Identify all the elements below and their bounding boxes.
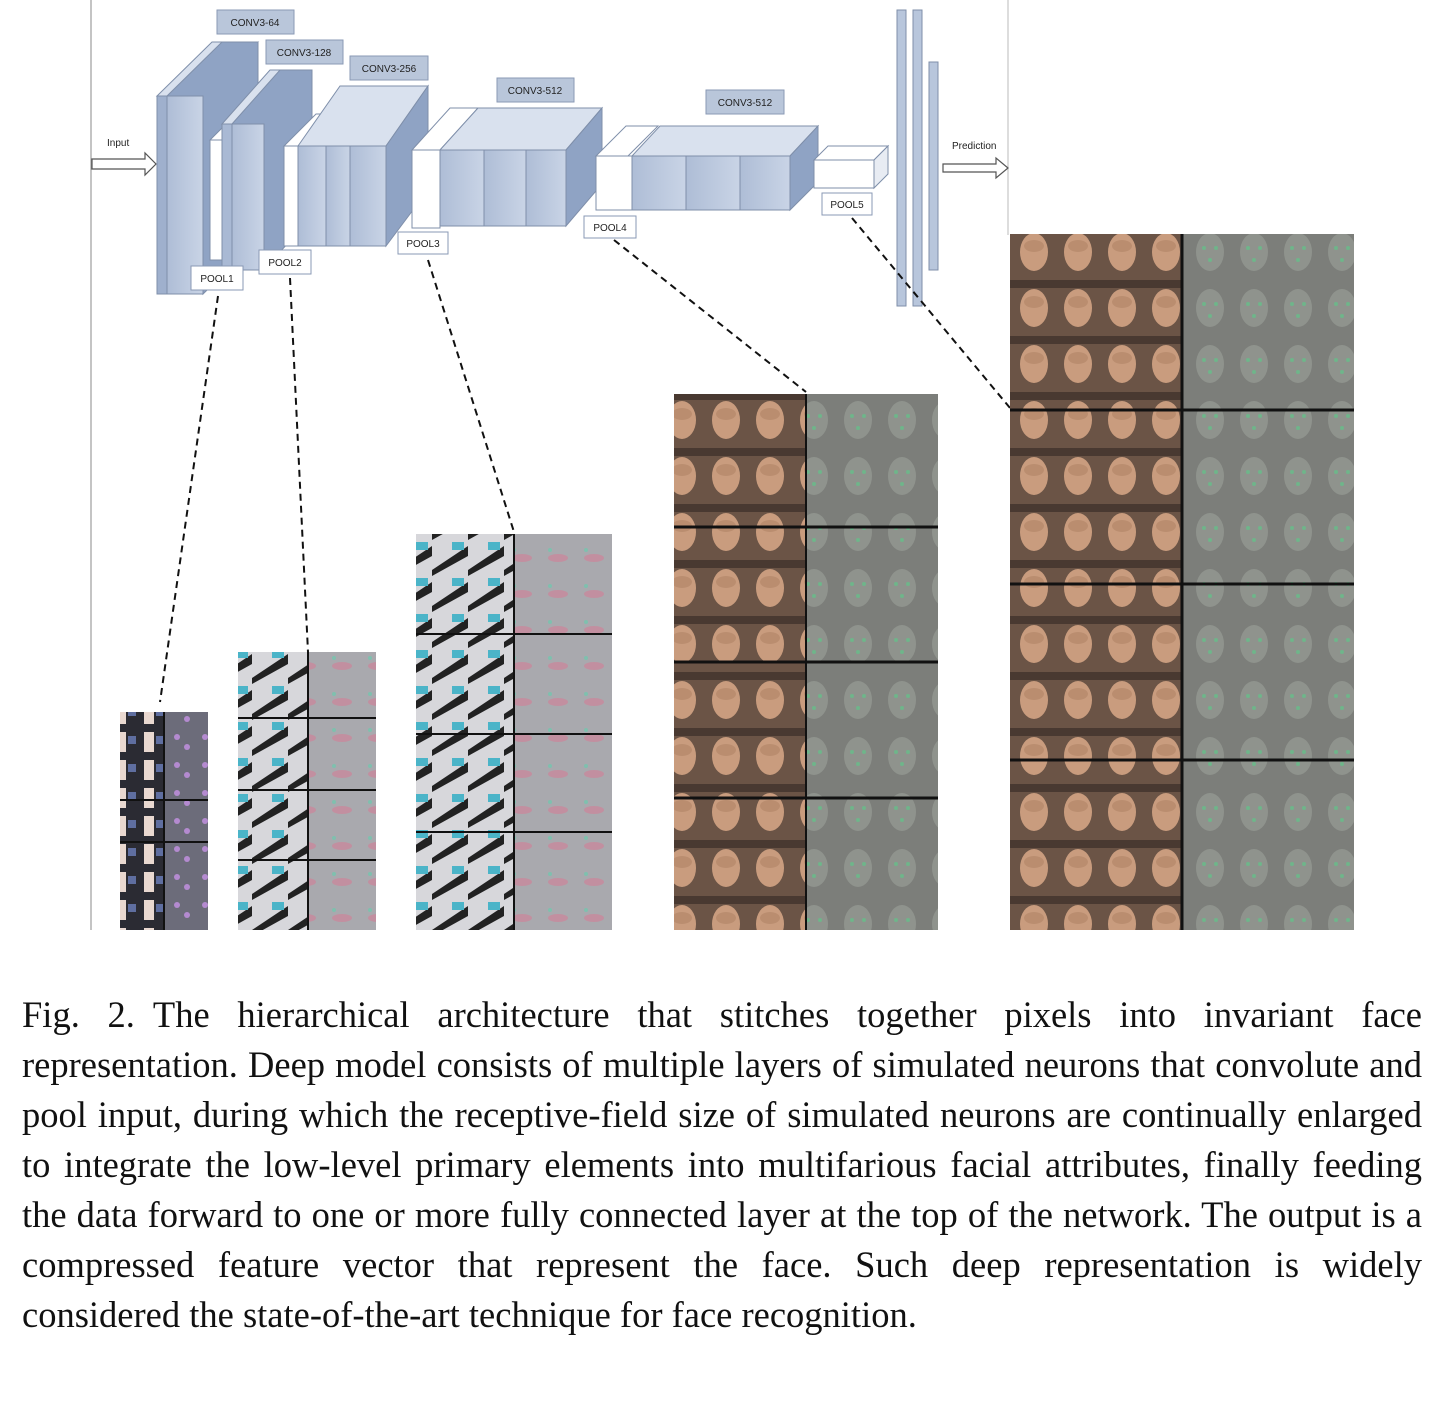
figure-label: Fig. 2. (22, 994, 135, 1035)
conv-block-5 (630, 124, 820, 212)
conv-label-box-3 (349, 55, 429, 81)
prediction-label: Prediction (952, 141, 996, 152)
conv-label-box-1 (216, 9, 295, 35)
pool-label-box-5 (821, 192, 873, 216)
pool-label-4: POOL4 (593, 223, 627, 234)
fc-layer-2 (912, 9, 923, 307)
pool-label-5: POOL5 (830, 200, 864, 211)
conv-block-4 (438, 106, 604, 228)
conv-label-1: CONV3-64 (231, 18, 280, 29)
input-arrow (91, 151, 157, 177)
figure-caption: Fig. 2.The hierarchical architecture tha… (22, 990, 1422, 1340)
pool3-visualization (416, 534, 612, 930)
pool4-visualization (674, 394, 938, 930)
pool-label-3: POOL3 (406, 239, 440, 250)
fc-layer-3 (928, 61, 939, 271)
conv-label-box-2 (265, 39, 344, 65)
caption-text: The hierarchical architecture that stitc… (22, 994, 1422, 1335)
input-label: Input (107, 138, 129, 149)
pool-block-4 (594, 125, 660, 211)
conv-label-4: CONV3-512 (508, 86, 563, 97)
pool5-visualization (1010, 234, 1354, 930)
conv-label-3: CONV3-256 (362, 64, 417, 75)
prediction-arrow (942, 156, 1009, 180)
pool2-visualization (238, 652, 376, 930)
pool-label-box-4 (583, 215, 637, 239)
pool-block-5 (812, 144, 890, 190)
pool-label-box-2 (258, 249, 312, 275)
conv-label-box-5 (705, 89, 785, 115)
pool-label-1: POOL1 (200, 274, 234, 285)
fc-layer-1 (896, 9, 907, 307)
leader-lines (159, 217, 1011, 703)
architecture-figure: Input CONV3-64 POOL1 CONV3-128 CONV3-256… (90, 0, 1354, 930)
pool-label-box-1 (190, 265, 244, 291)
pool1-visualization (120, 712, 208, 930)
pool-label-2: POOL2 (268, 258, 302, 269)
conv-label-2: CONV3-128 (277, 48, 332, 59)
conv-label-5: CONV3-512 (718, 98, 773, 109)
pool-label-box-3 (397, 231, 449, 255)
conv-label-box-4 (496, 77, 575, 103)
conv-block-3 (297, 84, 429, 248)
